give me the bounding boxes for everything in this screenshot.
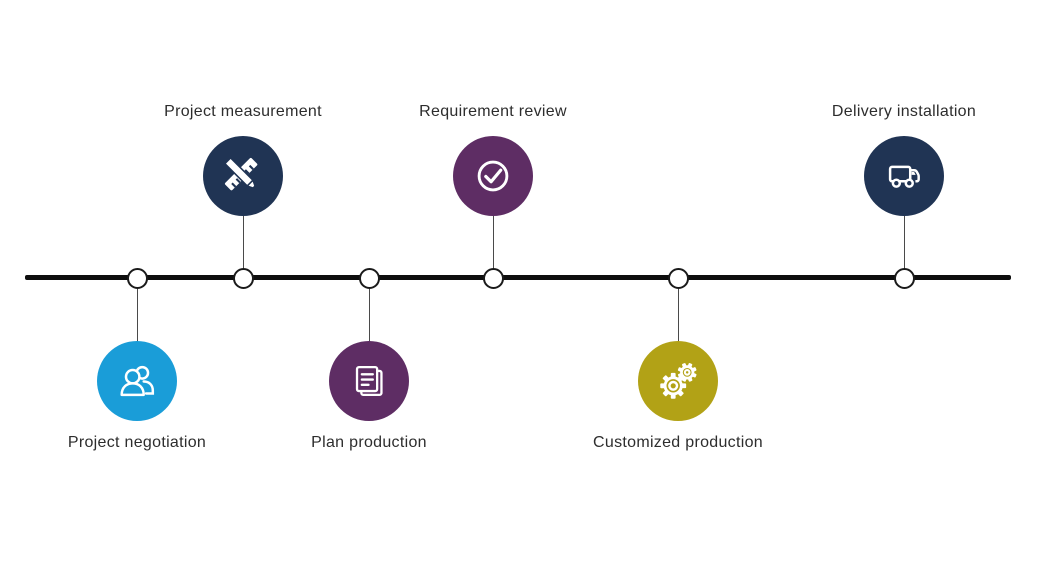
item-label-project-negotiation: Project negotiation <box>67 434 207 451</box>
connector-line-project-measurement <box>242 214 244 278</box>
item-label-plan-production: Plan production <box>311 434 427 451</box>
item-label-customized-production: Customized production <box>593 434 763 451</box>
timeline-node-project-measurement <box>232 267 254 289</box>
timeline-node-requirement-review <box>482 267 504 289</box>
icon-badge-project-measurement <box>203 136 283 216</box>
connector-line-requirement-review <box>492 214 494 278</box>
connector-line-project-negotiation <box>136 278 138 342</box>
document-icon <box>355 365 383 397</box>
timeline-node-delivery-installation <box>893 267 915 289</box>
gears-icon <box>660 363 697 399</box>
item-label-requirement-review: Requirement review <box>419 103 567 120</box>
timeline-node-plan-production <box>358 267 380 289</box>
item-label-project-measurement: Project measurement <box>164 103 322 120</box>
connector-line-plan-production <box>368 278 370 342</box>
people-icon <box>120 365 155 397</box>
icon-badge-customized-production <box>638 341 718 421</box>
timeline-node-project-negotiation <box>126 267 148 289</box>
truck-icon <box>888 165 920 188</box>
icon-badge-project-negotiation <box>97 341 177 421</box>
item-label-delivery-installation: Delivery installation <box>831 103 977 120</box>
connector-line-delivery-installation <box>903 214 905 278</box>
icon-badge-delivery-installation <box>864 136 944 216</box>
timeline-node-customized-production <box>667 267 689 289</box>
check-circle-icon <box>477 160 509 192</box>
connector-line-customized-production <box>677 278 679 342</box>
icon-badge-plan-production <box>329 341 409 421</box>
icon-badge-requirement-review <box>453 136 533 216</box>
timeline-line <box>25 275 1011 280</box>
ruler-pencil-icon <box>224 157 258 191</box>
